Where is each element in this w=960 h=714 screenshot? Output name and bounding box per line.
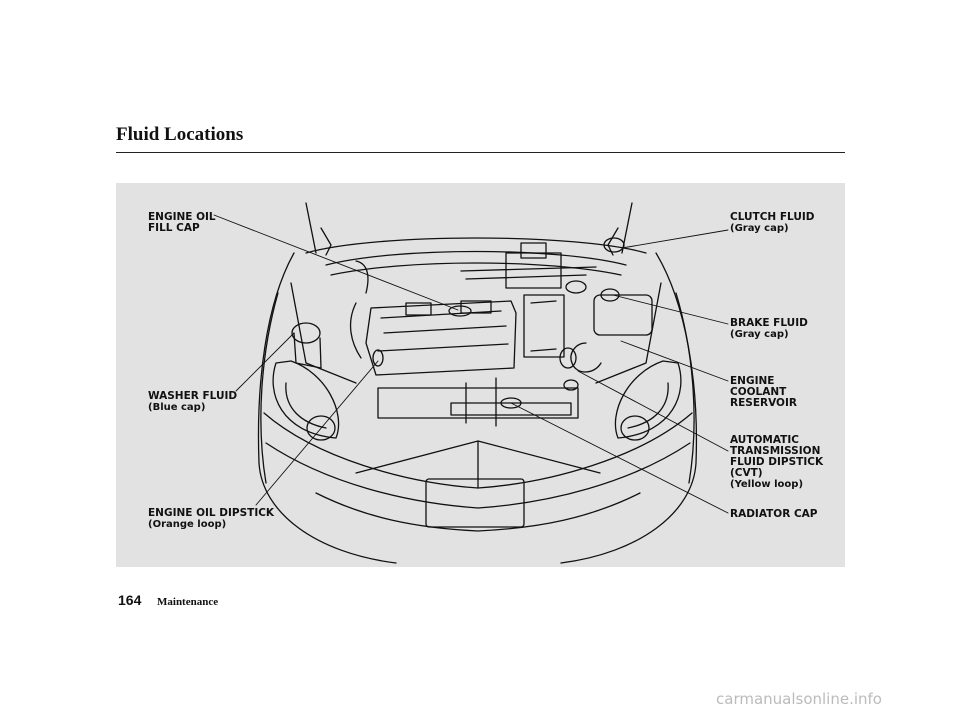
section-name: Maintenance xyxy=(157,596,219,608)
label-line: FLUID DIPSTICK xyxy=(730,456,824,468)
label-line: TRANSMISSION xyxy=(730,445,821,457)
label-line: RESERVOIR xyxy=(730,397,797,409)
label-line: ENGINE OIL xyxy=(148,211,216,223)
label-line: RADIATOR CAP xyxy=(730,508,818,520)
label-line: ENGINE xyxy=(730,375,775,387)
label-line: CLUTCH FLUID xyxy=(730,211,815,223)
label-line: (Orange loop) xyxy=(148,519,227,530)
page-number: 164 xyxy=(118,592,142,608)
label-line: COOLANT xyxy=(730,386,787,398)
label-line: (Yellow loop) xyxy=(730,479,804,490)
label-line: BRAKE FLUID xyxy=(730,317,808,329)
watermark: carmanualsonline.info xyxy=(716,690,882,708)
label-radiator-cap: RADIATOR CAP xyxy=(730,509,818,520)
label-line: WASHER FLUID xyxy=(148,390,238,402)
engine-bay-illustration: ENGINE OIL FILL CAP WASHER FLUID (Blue c… xyxy=(116,183,845,567)
label-line: AUTOMATIC xyxy=(730,434,799,446)
label-automatic-transmission-fluid-dipstick: AUTOMATIC TRANSMISSION FLUID DIPSTICK (C… xyxy=(730,434,824,491)
label-line: (Gray cap) xyxy=(730,329,789,340)
title-rule xyxy=(116,152,845,153)
label-line: FILL CAP xyxy=(148,222,200,234)
label-washer-fluid: WASHER FLUID (Blue cap) xyxy=(148,390,238,414)
label-line: (Gray cap) xyxy=(730,223,789,234)
label-line: (Blue cap) xyxy=(148,402,206,413)
engine-bay-drawing xyxy=(213,202,729,564)
label-line: ENGINE OIL DIPSTICK xyxy=(148,507,275,519)
label-line: (CVT) xyxy=(730,467,763,479)
label-brake-fluid: BRAKE FLUID (Gray cap) xyxy=(730,317,808,341)
label-engine-oil-fill-cap: ENGINE OIL FILL CAP xyxy=(148,212,216,234)
label-clutch-fluid: CLUTCH FLUID (Gray cap) xyxy=(730,211,815,235)
label-engine-oil-dipstick: ENGINE OIL DIPSTICK (Orange loop) xyxy=(148,507,275,531)
label-engine-coolant-reservoir: ENGINE COOLANT RESERVOIR xyxy=(730,376,797,409)
page-title: Fluid Locations xyxy=(116,124,244,145)
